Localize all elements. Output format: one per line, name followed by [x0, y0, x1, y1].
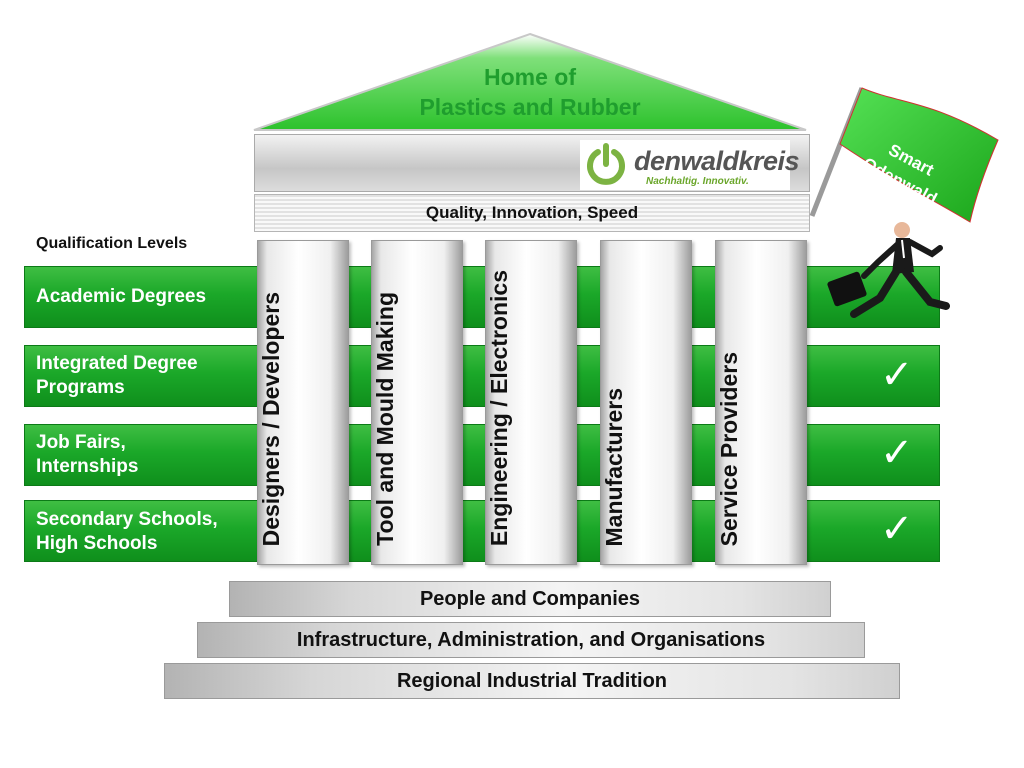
level-label-line: Academic Degrees	[36, 286, 207, 307]
roof-title: Home of Plastics and Rubber	[380, 62, 680, 122]
column-designers: Designers / Developers	[257, 240, 349, 565]
flag-icon	[809, 87, 999, 223]
level-label-schools: Secondary Schools, High Schools	[36, 508, 218, 556]
column-label: Tool and Mould Making	[372, 292, 398, 546]
level-label-line: Internships	[36, 456, 139, 477]
logo-name: denwaldkreis	[634, 146, 800, 176]
level-label-integrated: Integrated Degree Programs	[36, 352, 198, 400]
roof-title-line2: Plastics and Rubber	[419, 94, 641, 120]
level-label-line: Secondary Schools,	[36, 509, 218, 530]
step-tradition: Regional Industrial Tradition	[164, 663, 900, 699]
check-icon: ✓	[880, 430, 914, 476]
column-engineering: Engineering / Electronics	[485, 240, 577, 565]
step-people-companies: People and Companies	[229, 581, 831, 617]
level-label-jobfairs: Job Fairs, Internships	[36, 431, 138, 479]
level-label-line: Integrated Degree	[36, 353, 198, 374]
column-service-providers: Service Providers	[715, 240, 807, 565]
roof	[253, 32, 807, 131]
logo-tagline: Nachhaltig. Innovativ.	[646, 176, 749, 187]
qualification-levels-heading: Qualification Levels	[36, 235, 188, 252]
quality-band: Quality, Innovation, Speed	[254, 194, 810, 232]
level-label-line: Programs	[36, 377, 125, 398]
level-label-line: Job Fairs,	[36, 432, 126, 453]
column-label: Designers / Developers	[258, 291, 284, 546]
level-label-line: High Schools	[36, 533, 158, 554]
column-manufacturers: Manufacturers	[600, 240, 692, 565]
column-label: Manufacturers	[601, 387, 627, 546]
check-icon: ✓	[880, 506, 914, 552]
check-icon: ✓	[880, 352, 914, 398]
column-tool-making: Tool and Mould Making	[371, 240, 463, 565]
column-label: Engineering / Electronics	[486, 269, 512, 546]
power-icon	[587, 143, 625, 185]
roof-title-line1: Home of	[484, 64, 576, 90]
column-label: Service Providers	[716, 351, 742, 546]
level-label-academic: Academic Degrees	[36, 285, 206, 309]
step-infrastructure: Infrastructure, Administration, and Orga…	[197, 622, 865, 658]
businessman-running-icon	[827, 222, 950, 318]
